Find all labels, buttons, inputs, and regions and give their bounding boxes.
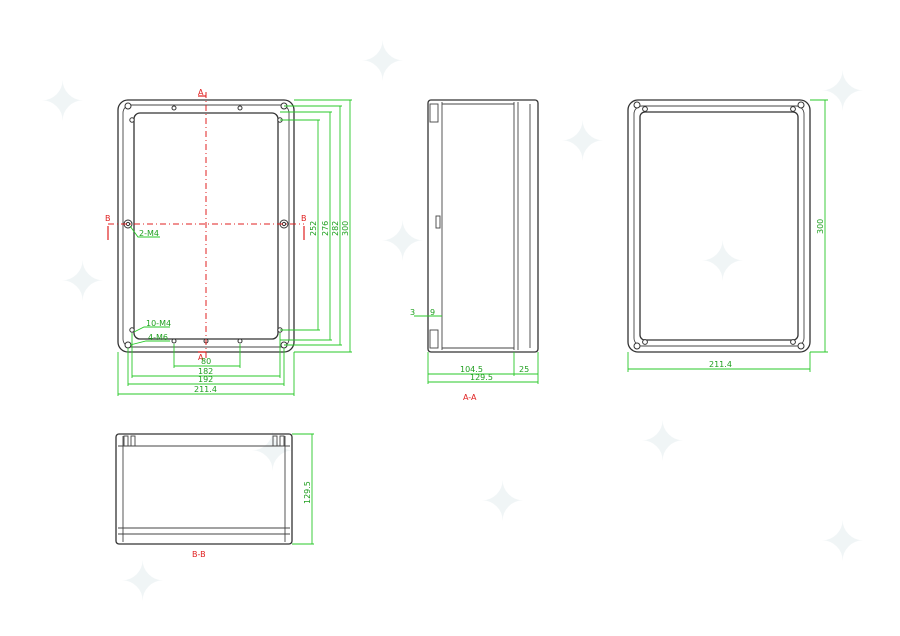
top-view: A A B B 2-M4 10-M4 4-M6 300 282 276 252 [105, 88, 352, 396]
rv-hole-tr [797, 101, 805, 109]
dim-252-label: 252 [309, 221, 318, 236]
dim-211-label: 211.4 [194, 385, 217, 394]
svg-text:✦: ✦ [560, 110, 605, 173]
dim-300-label: 300 [341, 221, 350, 236]
svg-text:✦: ✦ [640, 410, 685, 473]
rv-hole-bl2 [642, 339, 648, 345]
bb-dim-129-label: 129.5 [303, 481, 312, 504]
rv-hole-br2 [790, 339, 796, 345]
rv-hole-bl [633, 342, 641, 350]
note-2m4: 2-M4 [139, 229, 159, 238]
svg-text:✦: ✦ [820, 60, 865, 123]
svg-text:✦: ✦ [120, 550, 165, 613]
rv-hole-tl [633, 101, 641, 109]
svg-text:✦: ✦ [360, 30, 405, 93]
lid-hole-t2 [237, 105, 243, 111]
dim-80-label: 80 [201, 357, 211, 366]
bb-outer-outline [115, 433, 293, 545]
dim-104-label: 104.5 [460, 365, 483, 374]
note-10m4: 10-M4 [146, 319, 171, 328]
rv-dim-211-label: 211.4 [709, 360, 732, 369]
rv-dim-300-label: 300 [816, 219, 825, 234]
lid-hole-b2 [237, 338, 243, 344]
svg-text:✦: ✦ [60, 250, 105, 313]
rv-flange-outline [633, 105, 805, 347]
rv-outer-outline [627, 99, 811, 353]
cut-a-top-label: A [198, 88, 204, 97]
bb-slot-4 [279, 435, 285, 447]
lid-hole-t1 [171, 105, 177, 111]
bb-slot-2 [130, 435, 136, 447]
cut-b-left-label: B [105, 214, 111, 223]
aa-outer-outline [427, 99, 539, 353]
section-bb-view: 129.5 B-B [115, 433, 314, 559]
mount-hole-tl [129, 117, 135, 123]
right-view: 300 211.4 [627, 99, 828, 372]
rv-hole-tl2 [642, 106, 648, 112]
note-4m6: 4-M6 [148, 333, 168, 342]
mount-hole-bl [129, 327, 135, 333]
rv-inner-outline [639, 111, 799, 341]
svg-text:✦: ✦ [700, 230, 745, 293]
svg-text:✦: ✦ [40, 70, 85, 133]
dim-192-label: 192 [198, 375, 213, 384]
aa-lip-top [429, 103, 439, 123]
dim-3-label: 3 [410, 308, 415, 317]
corner-hole-tl [124, 102, 132, 110]
dim-282-label: 282 [331, 221, 340, 236]
rv-hole-tr2 [790, 106, 796, 112]
leader-10m4 [133, 326, 170, 333]
svg-text:✦: ✦ [250, 420, 295, 483]
svg-text:✦: ✦ [820, 510, 865, 573]
bb-slot-3 [272, 435, 278, 447]
dim-182-label: 182 [198, 367, 213, 376]
dim-9-label: 9 [430, 308, 435, 317]
section-bb-title: B-B [192, 550, 206, 559]
leader-4m6 [129, 340, 170, 346]
svg-text:✦: ✦ [380, 210, 425, 273]
cut-b-right-label: B [301, 214, 307, 223]
section-aa-view: 3 9 104.5 25 129.5 A-A [410, 99, 539, 402]
bb-slot-1 [123, 435, 129, 447]
leader-2m4 [129, 225, 160, 238]
dim-276-label: 276 [321, 221, 330, 236]
cut-a-bottom-label: A [198, 353, 204, 362]
lid-hole-b1 [171, 338, 177, 344]
aa-rib-mid [435, 215, 441, 229]
aa-lip-bottom [429, 329, 439, 349]
watermark: ✦ ✦ ✦ ✦ ✦ ✦ ✦ ✦ ✦ ✦ ✦ ✦ [40, 30, 865, 613]
svg-text:✦: ✦ [480, 470, 525, 533]
dim-129-label: 129.5 [470, 373, 493, 382]
rv-hole-br [797, 342, 805, 350]
dim-25-label: 25 [519, 365, 529, 374]
section-aa-title: A-A [463, 393, 477, 402]
